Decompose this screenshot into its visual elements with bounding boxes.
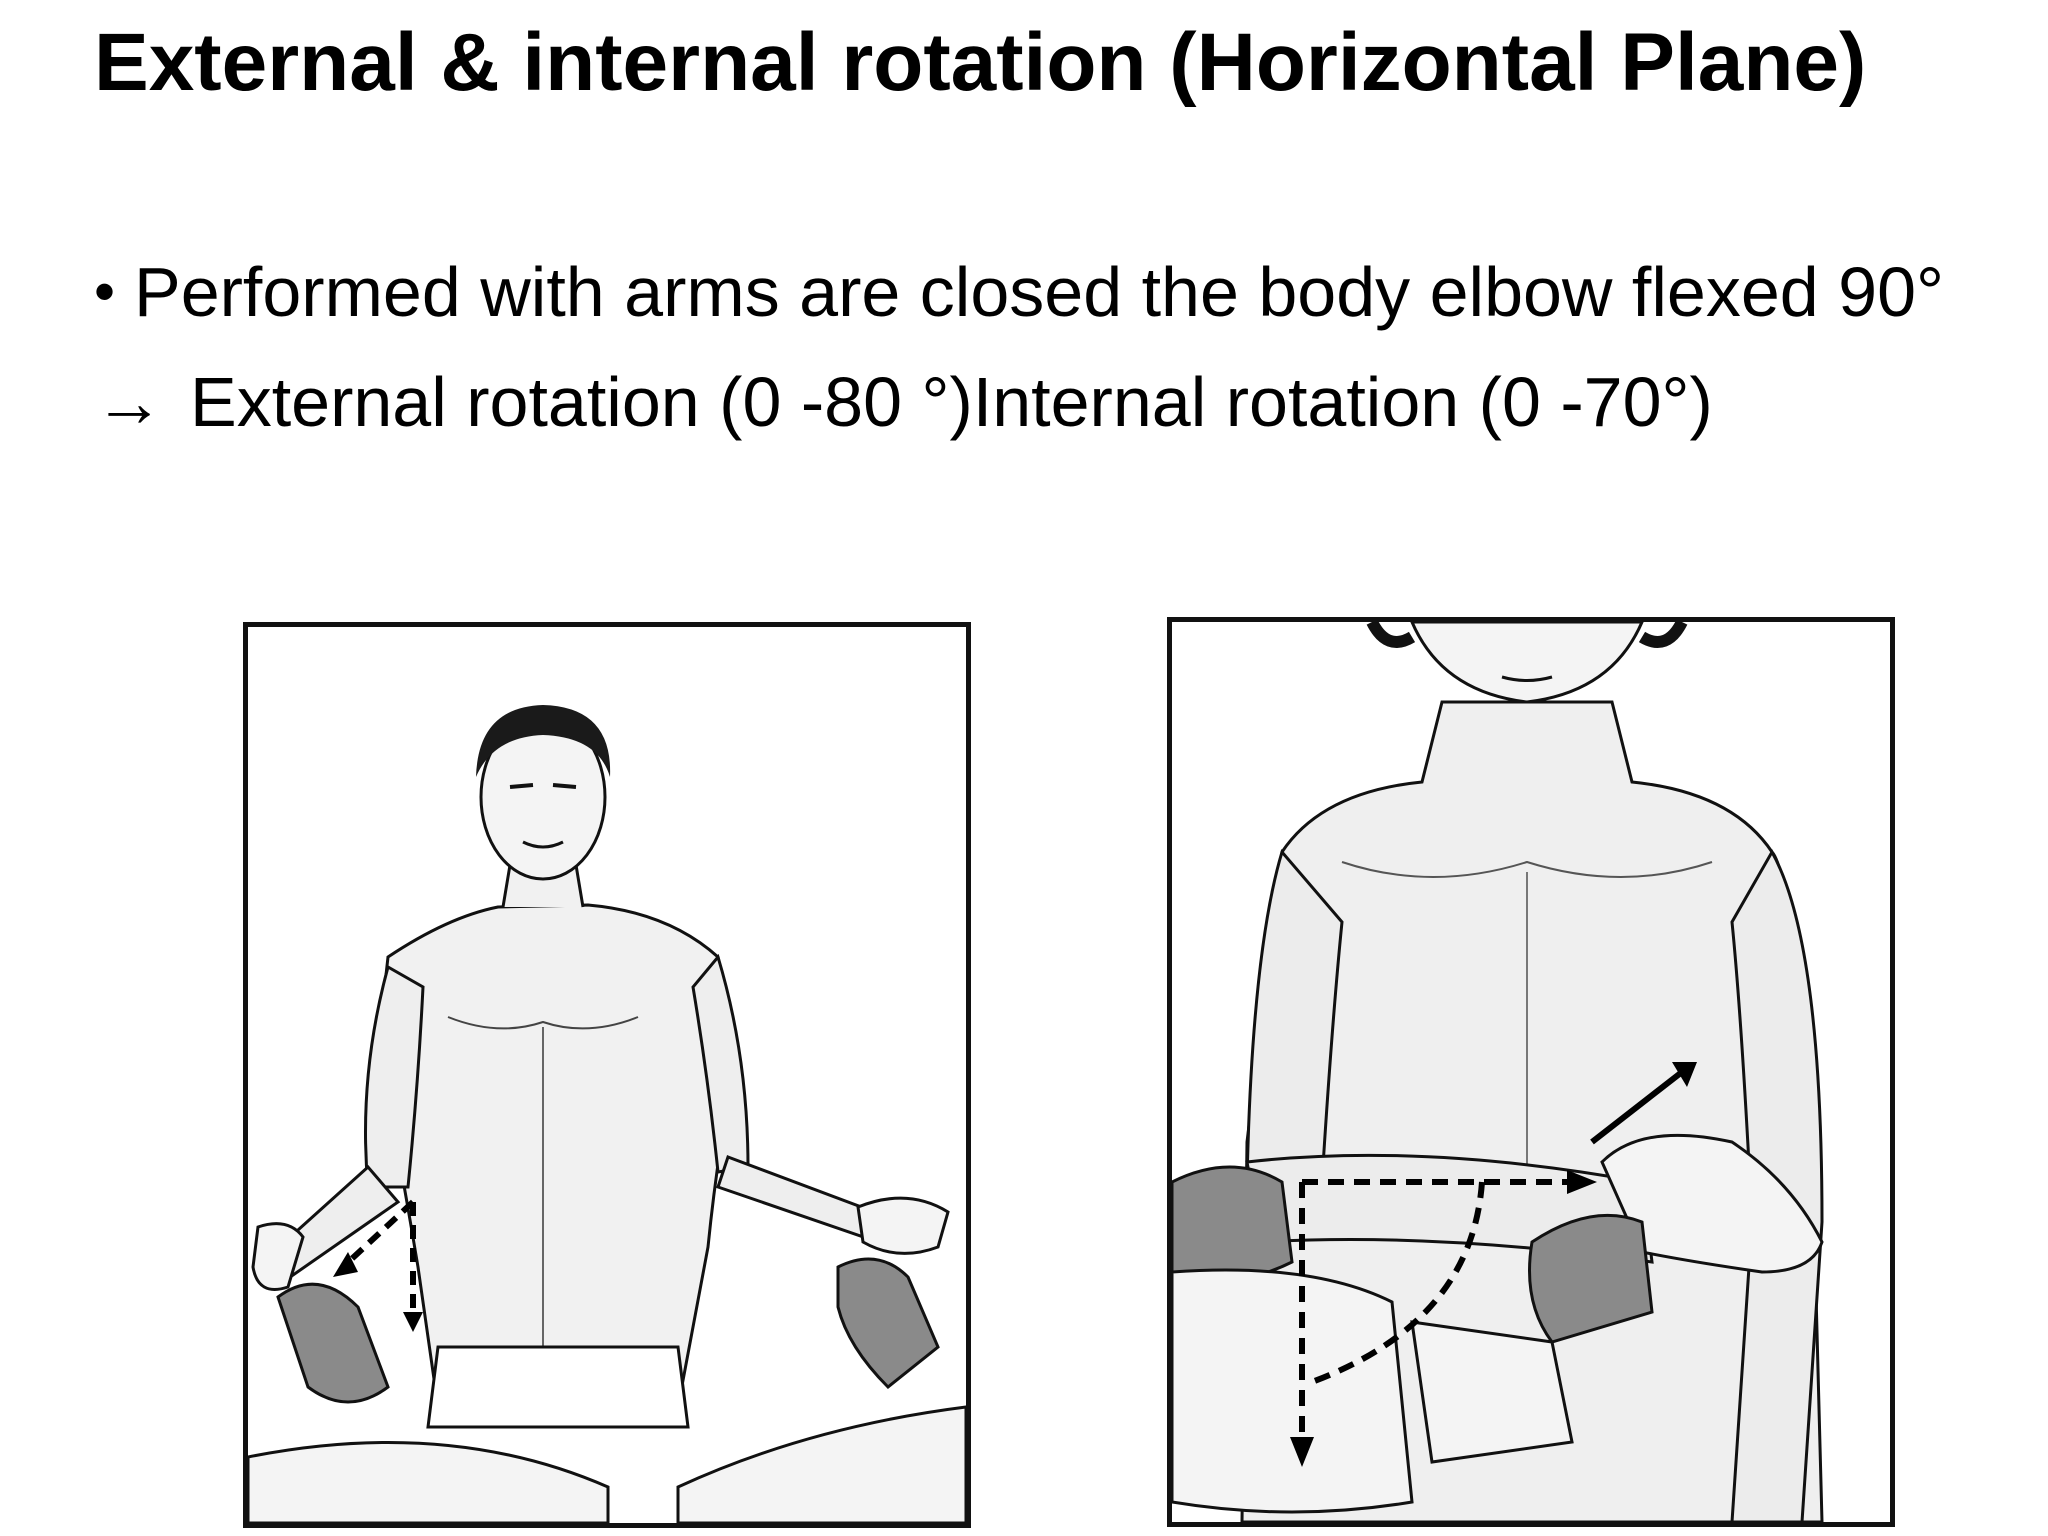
internal-rotation-drawing [1172, 622, 1824, 1522]
slide-title: External & internal rotation (Horizontal… [94, 17, 1867, 108]
internal-rotation-text: Internal rotation (0 -70°) [972, 363, 1713, 441]
bullet-text: Performed with arms are closed the body … [134, 253, 1945, 331]
rotation-ranges: → External rotation (0 -80 °)Internal rot… [94, 358, 1974, 446]
bullet-item: • Performed with arms are closed the bod… [94, 248, 1974, 336]
external-rotation-figure [243, 622, 971, 1528]
arrow-icon: → [94, 363, 164, 441]
bullet-list: • Performed with arms are closed the bod… [94, 248, 1974, 446]
bullet-marker: • [94, 258, 116, 325]
internal-rotation-figure [1167, 617, 1895, 1527]
external-rotation-drawing [248, 705, 966, 1523]
external-rotation-text: External rotation (0 -80 °) [190, 363, 973, 441]
